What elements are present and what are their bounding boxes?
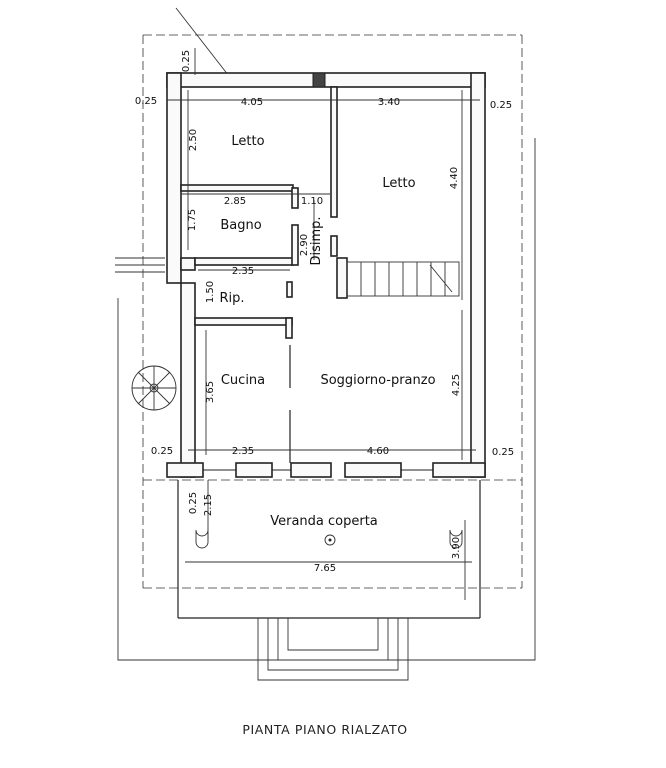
room-label-letto-1: Letto — [231, 134, 264, 149]
room-label-bagno: Bagno — [220, 218, 261, 233]
dim-top-wall: 0.25 — [181, 50, 192, 72]
dim-soggiorno-width: 4.60 — [367, 446, 389, 457]
plan-caption: PIANTA PIANO RIALZATO — [242, 722, 407, 737]
dim-veranda-depth: 2.15 — [203, 494, 214, 516]
dim-cucina-width: 2.35 — [232, 446, 254, 457]
dim-disimp-depth: 2.90 — [299, 234, 310, 256]
dim-soggiorno-depth: 4.25 — [451, 374, 462, 396]
dim-right-wall-lower: 0.25 — [492, 447, 514, 458]
section-line — [175, 7, 233, 81]
spiral-stair-icon — [131, 365, 177, 411]
dim-left-wall-lower: 0.25 — [151, 446, 173, 457]
veranda-outline — [177, 480, 481, 619]
dim-disimp-width: 1.10 — [301, 196, 323, 207]
dimension-lines — [167, 48, 480, 600]
dim-rip-width: 2.35 — [232, 266, 254, 277]
exterior-walls — [166, 72, 486, 478]
room-label-disimpegno: Disimp. — [309, 216, 324, 265]
room-label-cucina: Cucina — [221, 373, 265, 388]
dim-veranda-width: 7.65 — [314, 563, 336, 574]
entrance-steps — [257, 618, 409, 681]
room-label-soggiorno: Soggiorno-pranzo — [320, 373, 435, 388]
roof-outline — [142, 34, 523, 589]
room-label-ripostiglio: Rip. — [219, 291, 244, 306]
dim-letto1-depth: 2.50 — [188, 129, 199, 151]
room-label-veranda: Veranda coperta — [270, 514, 378, 529]
dim-left-wall-upper: 0.25 — [135, 96, 157, 107]
dim-cucina-depth: 3.65 — [205, 381, 216, 403]
dim-veranda-side: 3.90 — [451, 537, 462, 559]
dim-bagno-width: 2.85 — [224, 196, 246, 207]
dim-letto1-width: 4.05 — [241, 97, 263, 108]
dim-rip-depth: 1.50 — [205, 281, 216, 303]
staircase — [346, 261, 460, 297]
room-label-letto-2: Letto — [382, 176, 415, 191]
dim-front-wall: 0.25 — [188, 492, 199, 514]
dim-right-wall-upper: 0.25 — [490, 100, 512, 111]
dim-letto2-width: 3.40 — [378, 97, 400, 108]
interior-walls — [180, 86, 348, 463]
dim-bagno-depth: 1.75 — [187, 209, 198, 231]
dim-letto2-depth: 4.40 — [449, 167, 460, 189]
